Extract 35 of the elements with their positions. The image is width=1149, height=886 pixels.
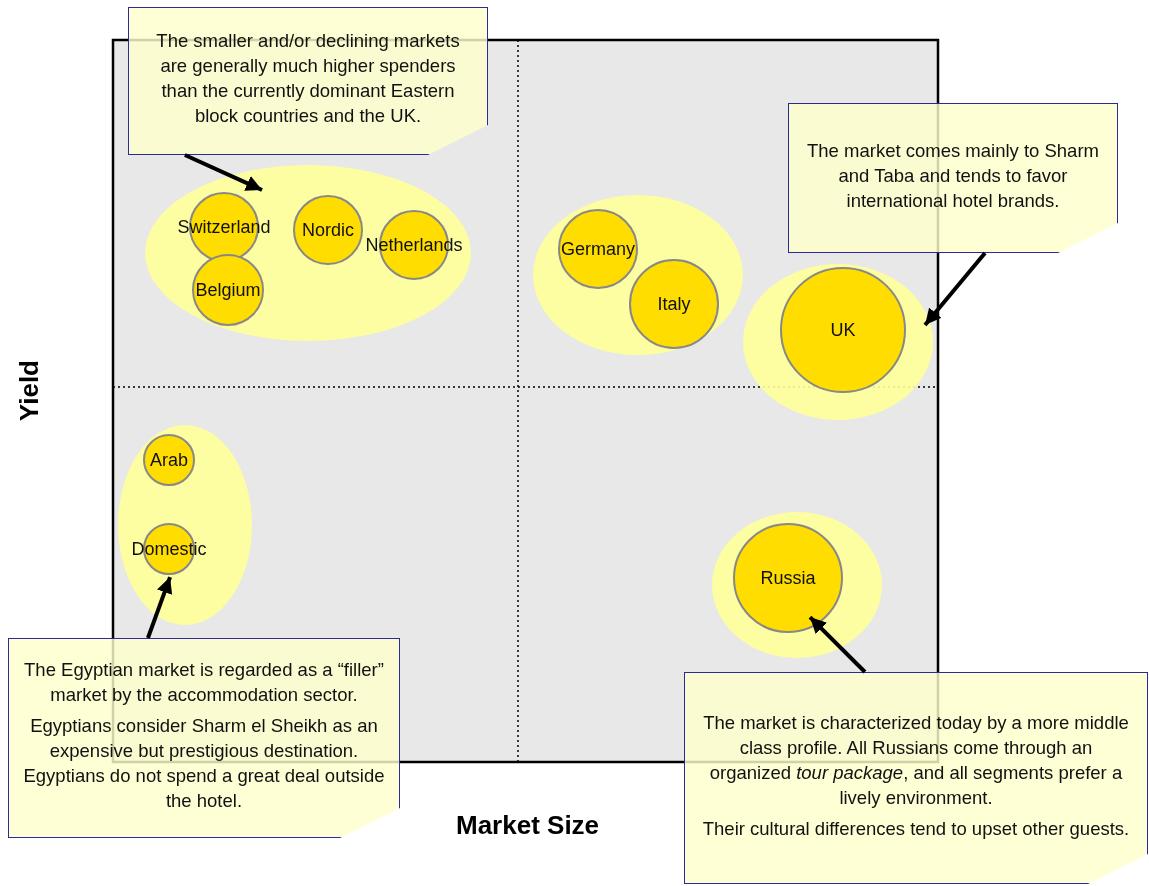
- note-text: Egyptians consider Sharm el Sheikh as an expensive but prestigious destination. Egyptians do not spend a great deal outside the hotel.: [23, 714, 385, 813]
- market-bubble: [558, 209, 638, 289]
- note-text: Their cultural differences tend to upset other guests.: [702, 816, 1130, 841]
- market-label: Germany: [561, 238, 635, 260]
- note-text: The market is characterized today by a more middle class profile. All Russians come through an organized tour package, and all segments prefer a lively environment.: [702, 710, 1130, 810]
- market-cluster-ellipse: [743, 264, 933, 420]
- market-label: UK: [830, 319, 856, 341]
- market-cluster-ellipse: [533, 195, 743, 355]
- market-bubble: [192, 254, 264, 326]
- market-bubble: [293, 195, 363, 265]
- market-label: Nordic: [302, 219, 354, 241]
- sticky-note: [8, 638, 400, 838]
- sticky-note: [128, 7, 488, 155]
- sticky-note: [684, 672, 1148, 884]
- note-text: The smaller and/or declining markets are generally much higher spenders than the currently dominant Eastern block countries and the UK.: [155, 29, 461, 128]
- arrow: [808, 615, 867, 674]
- market-bubble: [143, 434, 195, 486]
- market-label: Italy: [657, 293, 691, 315]
- arrow: [146, 576, 173, 639]
- note-text: The market comes mainly to Sharm and Taba and tends to favor international hotel brands.: [806, 138, 1100, 213]
- axis-title: Yield: [14, 360, 45, 422]
- arrow: [923, 251, 987, 327]
- market-label: Belgium: [195, 279, 261, 301]
- arrow: [184, 153, 263, 192]
- market-cluster-ellipse: [118, 425, 252, 625]
- market-cluster-ellipse: [712, 512, 882, 658]
- market-bubble: [780, 267, 906, 393]
- market-label: Arab: [150, 449, 188, 471]
- sticky-note: [788, 103, 1118, 253]
- market-cluster-ellipse: [145, 165, 471, 341]
- note-text: The Egyptian market is regarded as a “filler” market by the accommodation sector.: [23, 658, 385, 707]
- market-bubble: [733, 523, 843, 633]
- market-bubble: [629, 259, 719, 349]
- axis-title: Market Size: [456, 810, 600, 841]
- market-label: Russia: [760, 567, 816, 589]
